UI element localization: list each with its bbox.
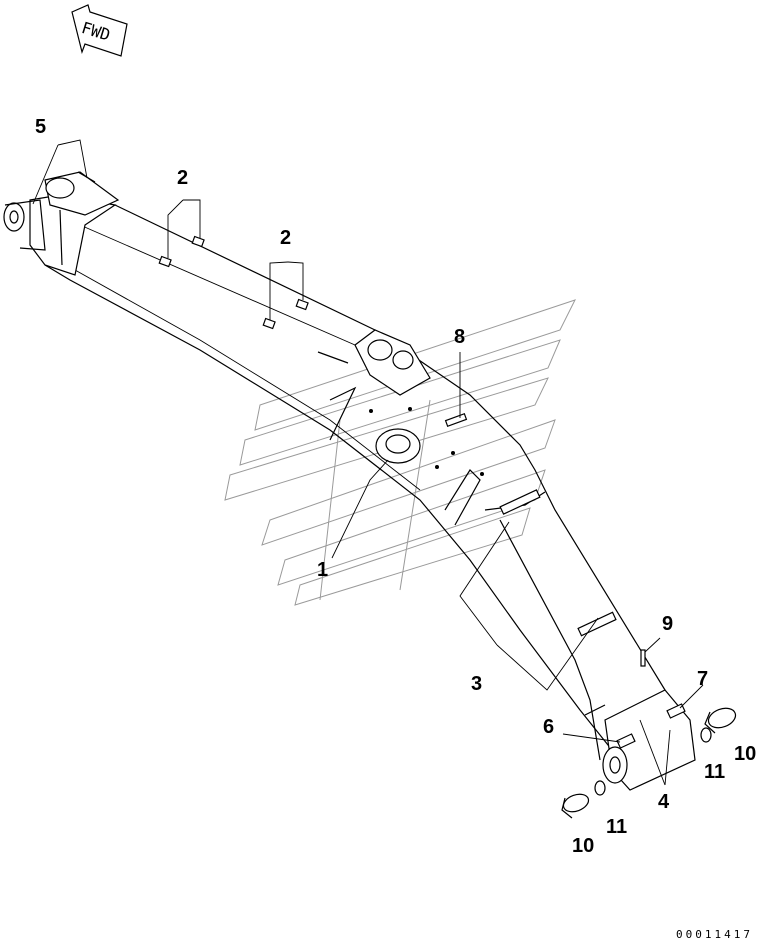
callout-4: 4 — [658, 791, 670, 813]
callout-11-right: 11 — [704, 761, 725, 783]
ring-11-left — [594, 780, 606, 796]
bushing-10-left — [561, 793, 590, 819]
callout-3: 3 — [471, 673, 482, 695]
forward-direction-arrow: FWD — [71, 4, 128, 57]
document-number: 00011417 — [676, 928, 753, 941]
boom-arm — [3, 171, 696, 791]
callout-11-left: 11 — [606, 816, 627, 838]
callout-9: 9 — [662, 613, 673, 635]
callout-8: 8 — [454, 326, 465, 348]
callout-2b: 2 — [280, 227, 291, 249]
ring-11-right — [700, 727, 712, 743]
callout-5: 5 — [35, 116, 46, 138]
callout-7: 7 — [697, 668, 708, 690]
callout-2a: 2 — [177, 167, 188, 189]
callout-1: 1 — [317, 559, 328, 581]
leader-lines — [32, 139, 704, 786]
fwd-label: FWD — [79, 18, 112, 45]
callout-10-right: 10 — [734, 743, 756, 765]
callout-10-left: 10 — [572, 835, 594, 857]
callout-labels: 5 2 2 8 1 9 3 7 6 11 10 4 10 11 — [35, 116, 756, 857]
bushing-10-right — [704, 707, 737, 734]
callout-6: 6 — [543, 716, 554, 738]
